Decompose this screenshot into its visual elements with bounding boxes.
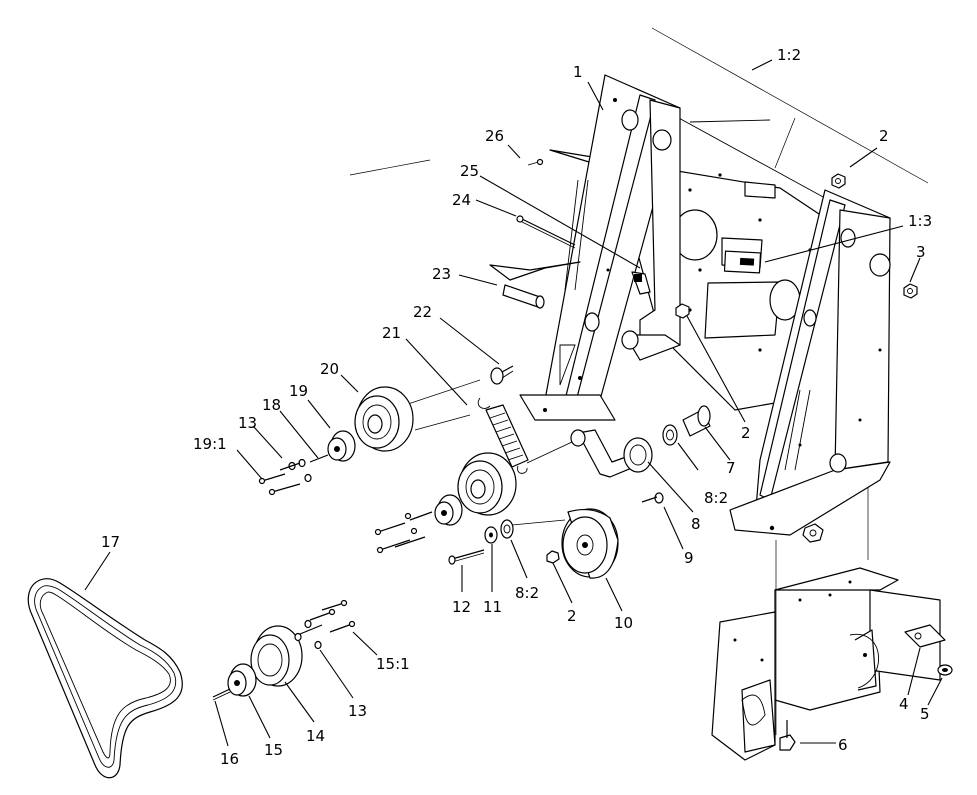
callout-18: 18	[262, 396, 281, 414]
bushing-upper	[662, 424, 678, 446]
carriage-bolt	[641, 492, 664, 504]
decal	[723, 250, 762, 274]
cap-screws	[299, 599, 356, 635]
middle-pulley-assembly	[374, 452, 517, 554]
callout-6: 6	[838, 736, 848, 754]
mounting-bracket	[904, 624, 946, 648]
v-belt	[27, 578, 183, 779]
callout-19-1: 19:1	[193, 435, 227, 453]
drive-pulley	[250, 625, 303, 687]
drive-pulley	[354, 386, 414, 452]
idler-bushing	[500, 519, 514, 539]
callout-1-2: 1:2	[777, 46, 801, 64]
hex-nut	[903, 283, 918, 299]
callout-8: 8	[691, 515, 701, 533]
washer	[484, 526, 498, 544]
callouts: 1 1:2 2 26 25 24 1:3 3 23 22 21 20 19 18…	[101, 46, 932, 768]
key	[309, 454, 329, 463]
callout-26: 26	[485, 127, 504, 145]
lock-nut	[937, 664, 953, 676]
callout-15: 15	[264, 741, 283, 759]
callout-20: 20	[320, 360, 339, 378]
callout-25: 25	[460, 162, 479, 180]
callout-9: 9	[684, 549, 694, 567]
cotter-pin	[527, 158, 544, 166]
callout-3: 3	[916, 243, 926, 261]
pivot-pin	[516, 215, 576, 249]
callout-4: 4	[899, 695, 909, 713]
callout-24: 24	[452, 191, 471, 209]
flange-bolt	[490, 365, 514, 385]
callout-22: 22	[413, 303, 432, 321]
callout-15-1: 15:1	[376, 655, 410, 673]
spacer-tube	[489, 261, 581, 309]
callout-19: 19	[289, 382, 308, 400]
callout-5: 5	[920, 705, 930, 723]
extension-spring	[477, 397, 529, 474]
hex-nut	[831, 173, 846, 189]
callout-16: 16	[220, 750, 239, 768]
callout-2: 2	[879, 127, 889, 145]
callout-14: 14	[306, 727, 325, 745]
callout-11: 11	[483, 598, 502, 616]
upper-pulley-assembly	[258, 379, 481, 496]
callout-17: 17	[101, 533, 120, 551]
hex-nut	[546, 550, 560, 564]
callout-12: 12	[452, 598, 471, 616]
cap-screws	[374, 511, 433, 554]
idler-arm-assembly	[448, 397, 711, 579]
engine-frame	[711, 540, 953, 761]
hex-nut	[675, 303, 690, 319]
taper-bushing	[327, 430, 356, 462]
idler-arm	[526, 429, 653, 478]
callout-2: 2	[567, 607, 577, 625]
taper-bushing	[227, 663, 257, 697]
callout-13: 13	[238, 414, 257, 432]
callout-1: 1	[573, 63, 583, 81]
right-side-frame	[729, 189, 891, 543]
idler-bolt	[448, 549, 485, 565]
drive-shaft	[212, 688, 231, 701]
hardware-top	[489, 158, 918, 385]
flange-screw	[779, 720, 796, 751]
callout-2: 2	[741, 424, 751, 442]
idler-pulley	[561, 508, 619, 579]
callout-13: 13	[348, 702, 367, 720]
callout-1-3: 1:3	[908, 212, 932, 230]
callout-8-2: 8:2	[704, 489, 728, 507]
taper-bushing	[434, 494, 463, 526]
lower-pulley-assembly	[212, 599, 356, 701]
left-side-frame	[519, 74, 681, 421]
cap-screws	[258, 462, 301, 496]
callout-10: 10	[614, 614, 633, 632]
drive-pulley	[457, 452, 517, 516]
spring-anchor	[631, 271, 651, 295]
callout-23: 23	[432, 265, 451, 283]
hex-nut	[802, 523, 824, 543]
callout-21: 21	[382, 324, 401, 342]
pivot-sleeve	[682, 405, 711, 437]
washers	[288, 458, 312, 483]
callout-8-2: 8:2	[515, 584, 539, 602]
leader-lines	[84, 59, 943, 747]
washers	[294, 619, 322, 650]
callout-7: 7	[726, 459, 736, 477]
